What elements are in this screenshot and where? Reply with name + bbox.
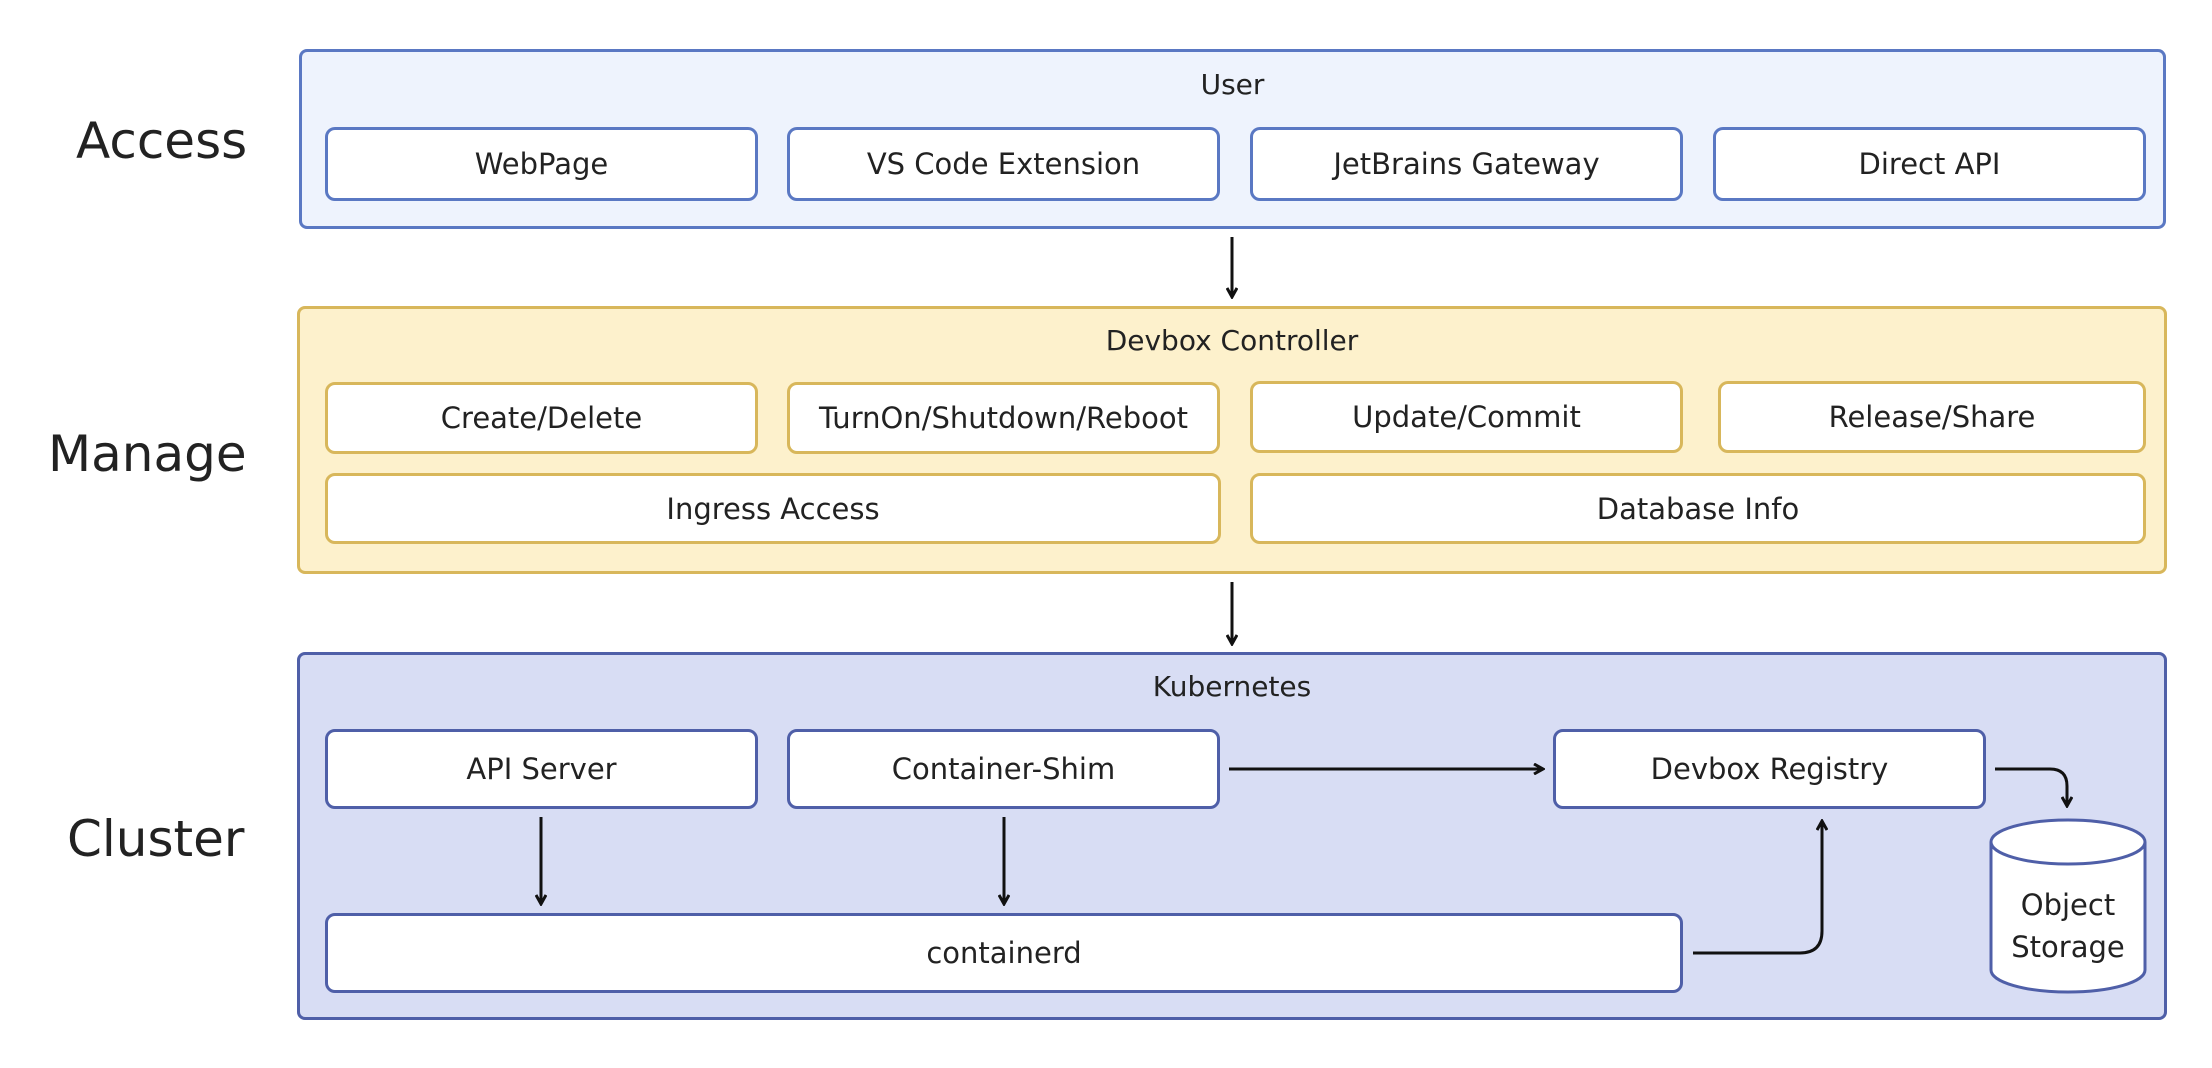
update-commit-box: Update/Commit [1250, 381, 1683, 453]
database-info-box: Database Info [1250, 473, 2146, 544]
containerd-box: containerd [325, 913, 1683, 993]
layer-label-cluster: Cluster [67, 810, 245, 868]
manage-panel-title: Devbox Controller [1105, 324, 1359, 357]
layer-label-manage: Manage [48, 425, 247, 483]
object-storage-label-line2: Storage [2011, 930, 2124, 964]
create-delete-box: Create/Delete [325, 382, 758, 454]
container-shim-box: Container-Shim [787, 729, 1220, 809]
layer-label-access: Access [76, 112, 248, 170]
arrow-registry-to-object-storage [1995, 767, 2067, 805]
ingress-access-box: Ingress Access [325, 473, 1221, 544]
access-panel-title: User [1200, 68, 1265, 101]
release-share-box: Release/Share [1718, 381, 2146, 453]
devbox-registry-box: Devbox Registry [1553, 729, 1986, 809]
turnon-shutdown-reboot-box: TurnOn/Shutdown/Reboot [787, 382, 1220, 454]
direct-api-box: Direct API [1713, 127, 2146, 201]
cluster-panel-title: Kubernetes [1152, 670, 1312, 703]
arrow-containerd-to-registry [1693, 822, 1822, 955]
object-storage-label-line1: Object [2021, 888, 2115, 922]
object-storage-cylinder: Object Storage [1989, 818, 2147, 994]
api-server-box: API Server [325, 729, 758, 809]
vscode-extension-box: VS Code Extension [787, 127, 1220, 201]
webpage-box: WebPage [325, 127, 758, 201]
jetbrains-gateway-box: JetBrains Gateway [1250, 127, 1683, 201]
